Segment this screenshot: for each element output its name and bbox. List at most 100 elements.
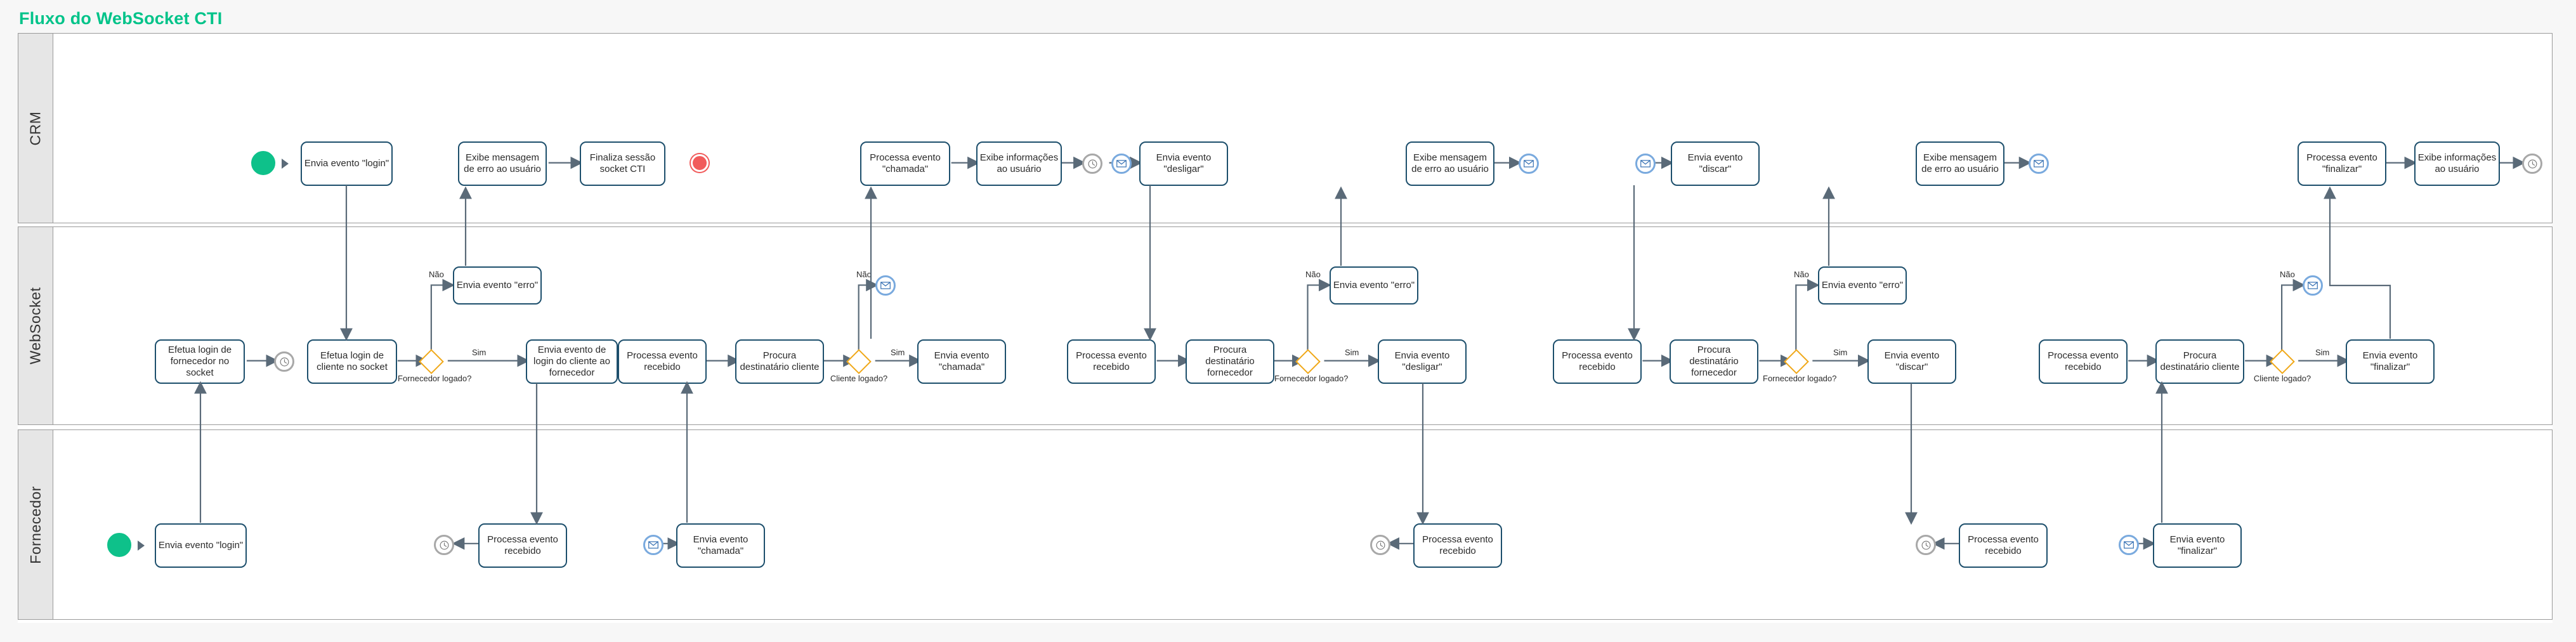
ws-gateway-label-4: Fornecedor logado? (1763, 374, 1837, 383)
crm-task-exibe-info-2[interactable]: Exibe informações ao usuário (2414, 141, 2500, 186)
envelope-icon (2034, 160, 2044, 167)
crm-end-event (691, 154, 709, 172)
envelope-icon (2308, 282, 2318, 289)
lane-label-fornecedor: Fornecedor (27, 485, 44, 564)
lane-body-websocket: Efetua login de fornecedor no socket Efe… (53, 227, 2552, 424)
crm-message-event-2 (1519, 154, 1539, 174)
crm-start-event (251, 151, 275, 175)
crm-task-exibe-erro-1[interactable]: Exibe mensagem de erro ao usuário (458, 141, 547, 186)
crm-message-event-4 (2029, 154, 2049, 174)
fo-task-processa-evento-2[interactable]: Processa evento recebido (1413, 523, 1502, 568)
ws-task-envia-login-cliente-fornecedor[interactable]: Envia evento de login do cliente ao forn… (526, 339, 618, 384)
crm-task-exibe-erro-3[interactable]: Exibe mensagem de erro ao usuário (1916, 141, 2004, 186)
ws-gateway-fornecedor-logado-2[interactable] (1295, 349, 1321, 374)
ws-task-envia-discar[interactable]: Envia evento "discar" (1867, 339, 1956, 384)
ws-task-envia-desligar[interactable]: Envia evento "desligar" (1378, 339, 1467, 384)
ws-task-envia-erro-1[interactable]: Envia evento "erro" (453, 266, 542, 305)
ws-task-login-cliente[interactable]: Efetua login de cliente no socket (307, 339, 397, 384)
ws-task-procura-fornecedor-2[interactable]: Procura destinatário fornecedor (1670, 339, 1758, 384)
ws-flow-label-nao-5: Não (2280, 270, 2295, 279)
ws-flow-label-nao-2: Não (856, 270, 872, 279)
ws-task-envia-erro-2[interactable]: Envia evento "erro" (1330, 266, 1418, 305)
clock-icon (1376, 540, 1385, 549)
lane-fornecedor: Fornecedor Envia evento "login" Processa… (18, 429, 2553, 620)
ws-flow-label-sim-5: Sim (2315, 348, 2330, 357)
envelope-icon (1640, 160, 1651, 167)
crm-task-envia-discar[interactable]: Envia evento "discar" (1671, 141, 1760, 186)
crm-message-event-3 (1635, 154, 1656, 174)
clock-icon (2528, 159, 2537, 168)
ws-task-processa-evento-1[interactable]: Processa evento recebido (618, 339, 707, 384)
lane-label-crm: CRM (27, 111, 44, 145)
fo-task-envia-finalizar[interactable]: Envia evento "finalizar" (2153, 523, 2242, 568)
ws-timer-event-1 (274, 351, 294, 372)
envelope-icon (880, 282, 891, 289)
crm-task-exibe-erro-2[interactable]: Exibe mensagem de erro ao usuário (1406, 141, 1494, 186)
ws-gateway-label-2: Cliente logado? (830, 374, 888, 383)
ws-gateway-fornecedor-logado-1[interactable] (419, 349, 444, 374)
ws-message-event-2 (2303, 275, 2323, 296)
envelope-icon (648, 541, 658, 549)
crm-task-envia-desligar[interactable]: Envia evento "desligar" (1139, 141, 1228, 186)
crm-task-envia-login[interactable]: Envia evento "login" (301, 141, 393, 186)
ws-task-procura-cliente-2[interactable]: Procura destinatário cliente (2155, 339, 2244, 384)
fo-message-event-2 (2119, 535, 2139, 555)
ws-gateway-cliente-logado-2[interactable] (2270, 349, 2295, 374)
fornecedor-start-arrow-icon (138, 540, 145, 551)
ws-flow-label-nao-4: Não (1794, 270, 1809, 279)
envelope-icon (2124, 541, 2134, 549)
ws-task-envia-finalizar[interactable]: Envia evento "finalizar" (2346, 339, 2435, 384)
clock-icon (280, 357, 289, 366)
lane-header-crm: CRM (18, 34, 53, 223)
crm-timer-event-1 (1082, 154, 1102, 174)
ws-flow-label-sim-2: Sim (891, 348, 905, 357)
ws-task-login-fornecedor[interactable]: Efetua login de fornecedor no socket (155, 339, 245, 384)
envelope-icon (1116, 160, 1127, 167)
fo-task-envia-chamada[interactable]: Envia evento "chamada" (676, 523, 765, 568)
fo-task-envia-login[interactable]: Envia evento "login" (155, 523, 247, 568)
lane-header-websocket: WebSocket (18, 227, 53, 424)
fo-task-processa-evento-1[interactable]: Processa evento recebido (478, 523, 567, 568)
crm-task-processa-chamada[interactable]: Processa evento "chamada" (860, 141, 950, 186)
ws-task-envia-chamada[interactable]: Envia evento "chamada" (917, 339, 1006, 384)
crm-task-exibe-info-1[interactable]: Exibe informações ao usuário (976, 141, 1062, 186)
lane-websocket: WebSocket (18, 226, 2553, 425)
crm-task-finaliza-sessao[interactable]: Finaliza sessão socket CTI (580, 141, 665, 186)
clock-icon (1088, 159, 1097, 168)
lane-header-fornecedor: Fornecedor (18, 430, 53, 619)
lane-crm: CRM (18, 33, 2553, 223)
bpmn-pool: CRM (18, 33, 2553, 623)
crm-message-event-1 (1111, 154, 1132, 174)
ws-flow-label-sim-1: Sim (472, 348, 487, 357)
fo-timer-event-3 (1916, 535, 1936, 555)
fo-task-processa-evento-3[interactable]: Processa evento recebido (1959, 523, 2048, 568)
ws-message-event-1 (875, 275, 896, 296)
ws-flow-label-sim-4: Sim (1833, 348, 1848, 357)
ws-task-envia-erro-3[interactable]: Envia evento "erro" (1818, 266, 1907, 305)
envelope-icon (1524, 160, 1534, 167)
fo-timer-event-1 (434, 535, 454, 555)
crm-connectors (461, 156, 2526, 169)
ws-task-processa-evento-3[interactable]: Processa evento recebido (1553, 339, 1642, 384)
fo-message-event-1 (643, 535, 664, 555)
crm-start-arrow-icon (282, 159, 289, 169)
clock-icon (1921, 540, 1930, 549)
ws-flow-label-sim-3: Sim (1345, 348, 1359, 357)
ws-task-processa-evento-2[interactable]: Processa evento recebido (1067, 339, 1156, 384)
ws-gateway-cliente-logado-1[interactable] (846, 349, 872, 374)
crm-task-processa-finalizar[interactable]: Processa evento "finalizar" (2298, 141, 2386, 186)
clock-icon (440, 540, 448, 549)
ws-flow-label-nao-1: Não (429, 270, 444, 279)
ws-gateway-label-1: Fornecedor logado? (398, 374, 472, 383)
ws-task-processa-evento-4[interactable]: Processa evento recebido (2039, 339, 2128, 384)
lane-body-crm: Envia evento "login" Exibe mensagem de e… (53, 34, 2552, 223)
ws-flow-label-nao-3: Não (1305, 270, 1321, 279)
websocket-connectors (246, 278, 2350, 367)
lane-label-websocket: WebSocket (27, 287, 44, 365)
ws-gateway-label-3: Fornecedor logado? (1274, 374, 1349, 383)
ws-gateway-fornecedor-logado-3[interactable] (1784, 349, 1809, 374)
fo-timer-event-2 (1370, 535, 1390, 555)
ws-task-procura-cliente-1[interactable]: Procura destinatário cliente (735, 339, 824, 384)
ws-gateway-label-5: Cliente logado? (2253, 374, 2311, 383)
ws-task-procura-fornecedor-1[interactable]: Procura destinatário fornecedor (1186, 339, 1274, 384)
